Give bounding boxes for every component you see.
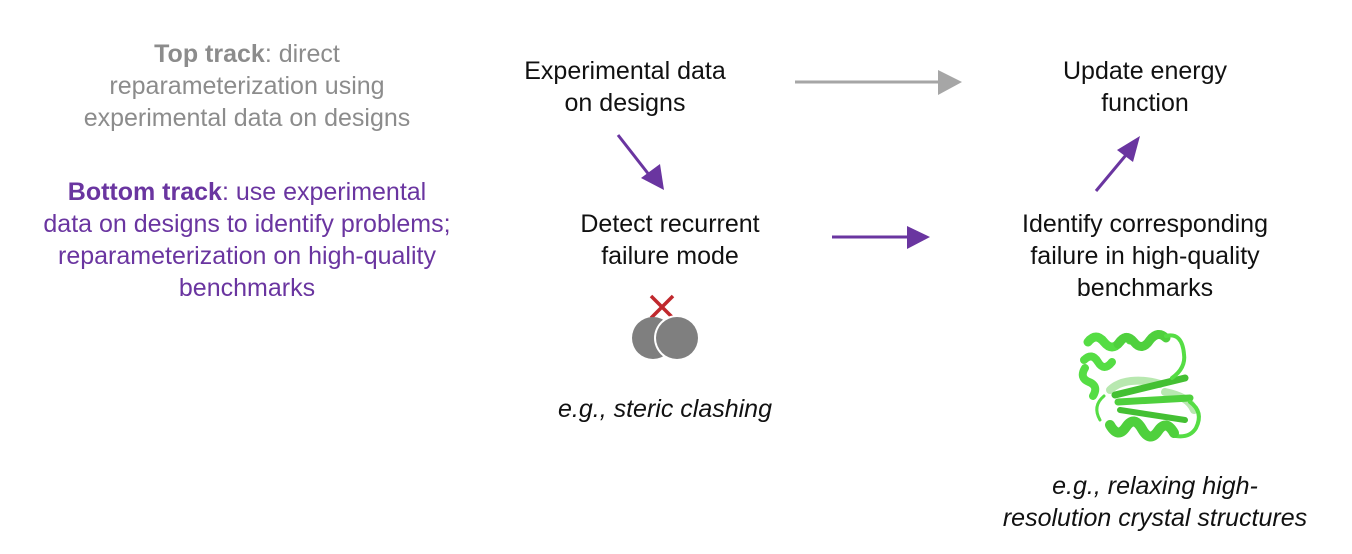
legend-bottom-track: Bottom track: use experimental data on d…: [40, 176, 454, 304]
steric-clash-icon: [632, 294, 700, 361]
arrow-identify-to-update: [1094, 136, 1140, 192]
node-update-energy: Update energy function: [1000, 55, 1290, 119]
legend-top-track: Top track: direct reparameterization usi…: [52, 38, 442, 134]
node-experimental-data: Experimental data on designs: [480, 55, 770, 119]
node-identify-line2: failure in high-quality: [1030, 242, 1260, 270]
protein-structure-icon: [1078, 330, 1201, 442]
node-identify-line3: benchmarks: [1076, 274, 1214, 302]
arrow-detect-to-identify: [832, 226, 930, 249]
caption-relax-line1: e.g., relaxing high-: [1052, 472, 1258, 500]
node-detect-line2: failure mode: [601, 242, 739, 270]
arrow-experimental-to-detect: [616, 134, 664, 190]
legend-top-title: Top track: [154, 40, 265, 68]
node-identify-line1: Identify corresponding: [1022, 210, 1268, 238]
node-identify-failure: Identify corresponding failure in high-q…: [985, 208, 1305, 304]
top-track-arrow: [795, 70, 962, 95]
node-update-line1: Update energy: [1062, 57, 1227, 85]
caption-relax-line2: resolution crystal structures: [1002, 504, 1308, 532]
node-experimental-line1: Experimental data: [524, 57, 726, 85]
legend-bottom-title: Bottom track: [67, 178, 222, 206]
node-detect-failure: Detect recurrent failure mode: [540, 208, 800, 272]
node-update-line2: function: [1101, 89, 1189, 117]
legend-top-description: : direct reparameterization using experi…: [83, 40, 411, 132]
caption-relaxing-structures: e.g., relaxing high- resolution crystal …: [975, 470, 1335, 534]
node-experimental-line2: on designs: [564, 89, 686, 117]
legend-bottom-description: : use experimental data on designs to id…: [43, 178, 451, 302]
node-detect-line1: Detect recurrent: [580, 210, 760, 238]
caption-steric-clashing: e.g., steric clashing: [558, 395, 772, 423]
